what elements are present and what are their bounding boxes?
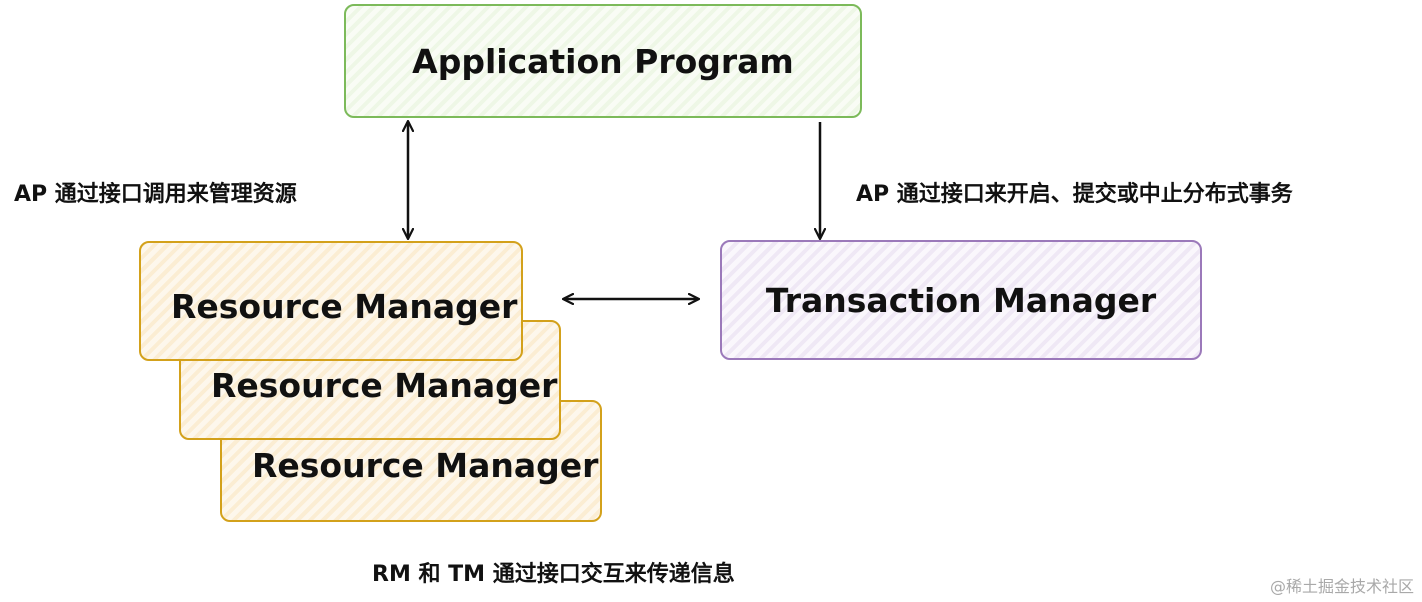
rm-tm-relation-label: RM 和 TM 通过接口交互来传递信息 xyxy=(372,562,735,587)
resource-manager-box: Resource Manager xyxy=(139,241,523,361)
transaction-manager-label: Transaction Manager xyxy=(765,280,1157,320)
application-program-box: Application Program xyxy=(344,4,862,118)
watermark: @稀土掘金技术社区 xyxy=(1269,577,1414,596)
resource-manager-label: Resource Manager xyxy=(171,287,518,326)
ap-tm-relation-label: AP 通过接口来开启、提交或中止分布式事务 xyxy=(856,182,1293,207)
application-program-label: Application Program xyxy=(412,41,794,81)
resource-manager-label: Resource Manager xyxy=(252,446,599,485)
transaction-manager-box: Transaction Manager xyxy=(720,240,1202,360)
resource-manager-label: Resource Manager xyxy=(211,366,558,405)
ap-rm-relation-label: AP 通过接口调用来管理资源 xyxy=(14,182,297,207)
